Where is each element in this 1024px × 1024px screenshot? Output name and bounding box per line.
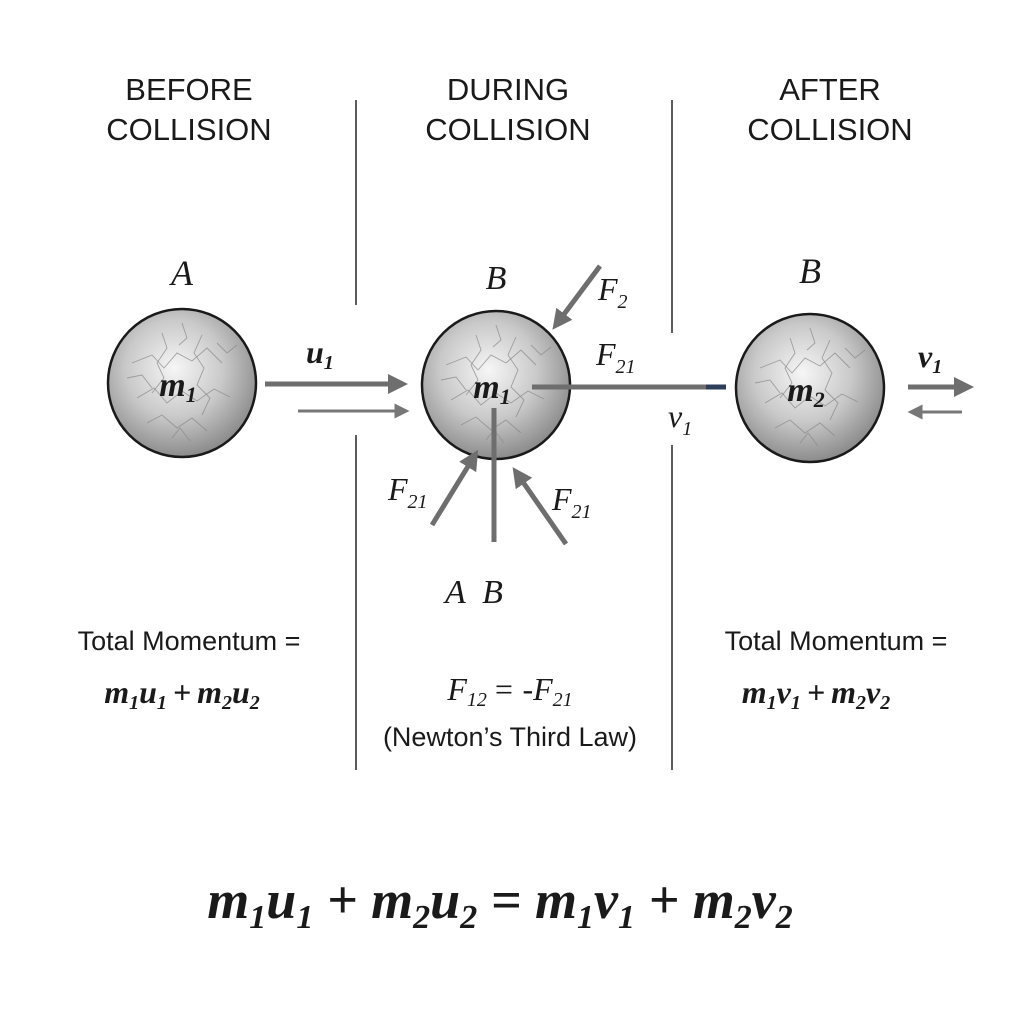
ball-before: m1 bbox=[106, 307, 258, 459]
ball-during-mass-sub: 1 bbox=[500, 384, 511, 409]
force-f21-left-label: F21 bbox=[387, 471, 428, 513]
force-f2-label: F2 bbox=[597, 271, 628, 313]
svg-text:m2: m2 bbox=[787, 372, 824, 412]
conservation-equation: m1u1 + m2u2 = m1v1 + m2v2 bbox=[207, 870, 792, 936]
contact-ab-label: A B bbox=[443, 574, 503, 611]
momentum-after-expression: m1v1+m2v2 bbox=[742, 674, 890, 714]
during-heading-line1: DURING bbox=[447, 72, 569, 107]
svg-text:m1: m1 bbox=[473, 369, 510, 409]
momentum-before-expression: m1u1+m2u2 bbox=[104, 674, 260, 714]
ball-after-mass-sub: 2 bbox=[813, 387, 825, 412]
momentum-after-label: Total Momentum = bbox=[725, 626, 948, 656]
force-f21-left-sub: 21 bbox=[408, 491, 428, 513]
velocity-v-mid-sub: 1 bbox=[682, 418, 692, 440]
velocity-v-after-sub: 1 bbox=[932, 356, 942, 378]
ball-after: m2 bbox=[734, 312, 886, 464]
velocity-v-mid-label: v1 bbox=[668, 398, 692, 440]
force-f21-lower-label: F21 bbox=[551, 481, 592, 523]
ball-after-mass: m bbox=[787, 372, 813, 409]
ball-b-label-after: B bbox=[799, 251, 821, 291]
third-law-equation: F12= -F21 bbox=[446, 671, 572, 711]
during-heading-line2: COLLISION bbox=[425, 112, 590, 147]
ball-before-mass: m bbox=[159, 367, 185, 404]
velocity-u-sub: 1 bbox=[324, 352, 334, 374]
force-f2-arrow bbox=[552, 264, 603, 330]
ball-b-label-during: B bbox=[486, 260, 507, 297]
ball-during: m1 bbox=[420, 309, 572, 461]
ball-during-mass: m bbox=[473, 369, 499, 406]
force-f21-lower-arrow bbox=[512, 467, 569, 546]
force-f2-sub: 2 bbox=[618, 291, 628, 313]
before-heading-line2: COLLISION bbox=[106, 112, 271, 147]
ball-a-label: A bbox=[169, 253, 194, 293]
force-f21-right-sub: 21 bbox=[616, 356, 636, 378]
velocity-v-after-label: v1 bbox=[918, 338, 942, 378]
force-f21-right-label: F21 bbox=[595, 336, 636, 378]
velocity-u-label: u1 bbox=[306, 334, 334, 374]
third-law-caption: (Newton’s Third Law) bbox=[383, 722, 637, 752]
ball-before-mass-sub: 1 bbox=[186, 382, 197, 407]
after-heading-line1: AFTER bbox=[779, 72, 881, 107]
after-heading-line2: COLLISION bbox=[747, 112, 912, 147]
force-f21-lower-sub: 21 bbox=[572, 501, 592, 523]
svg-text:m1: m1 bbox=[159, 367, 196, 407]
before-heading-line1: BEFORE bbox=[125, 72, 252, 107]
momentum-before-label: Total Momentum = bbox=[78, 626, 301, 656]
force-f21-left-arrow bbox=[429, 449, 479, 527]
